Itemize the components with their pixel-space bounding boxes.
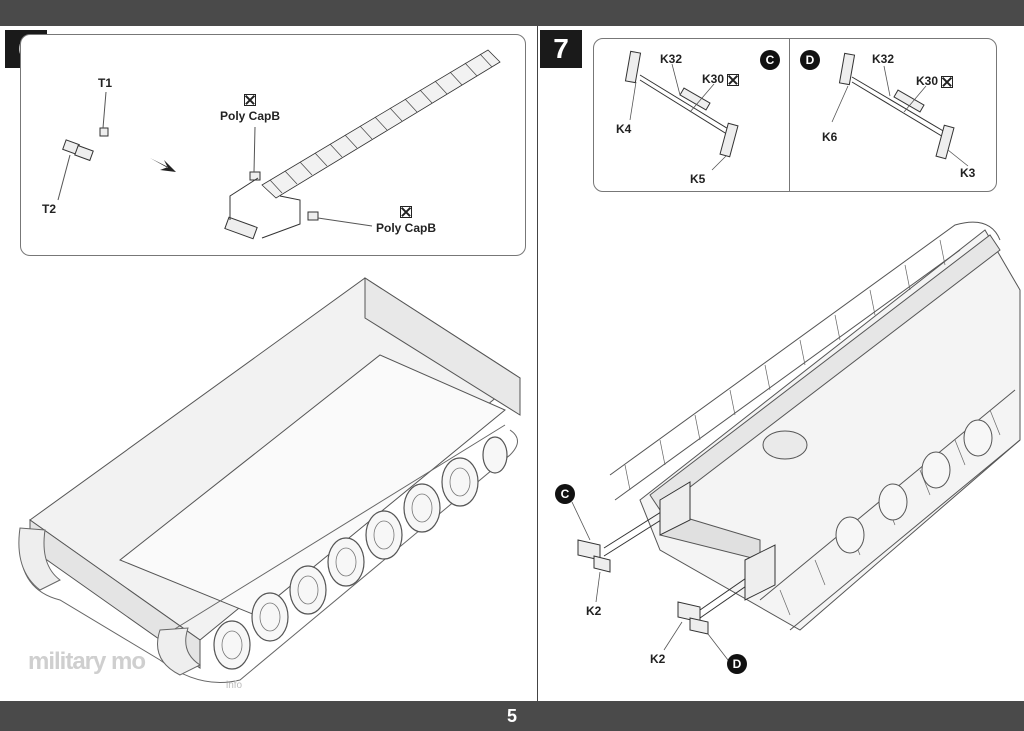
step-6-detail-box (20, 34, 526, 256)
label-k6: K6 (822, 130, 838, 144)
top-band (0, 0, 1024, 26)
label-polycap-bottom: Poly CapB (376, 221, 437, 235)
no-glue-icon (941, 75, 954, 88)
label-k5: K5 (690, 172, 706, 186)
bottom-band: 5 (0, 701, 1024, 731)
page-number: 5 (506, 705, 517, 726)
label-k2-bottom: K2 (650, 652, 666, 666)
label-t1: T1 (98, 76, 113, 90)
label-k4: K4 (616, 122, 632, 136)
page-divider (537, 26, 538, 701)
no-glue-icon (400, 204, 412, 218)
marker-d-main: D (727, 654, 747, 674)
no-glue-icon (244, 92, 256, 106)
label-k30-d: K30 (916, 74, 954, 88)
label-k32-c: K32 (660, 52, 683, 66)
watermark-text: military mo (28, 648, 146, 675)
marker-c-main: C (555, 484, 575, 504)
marker-d-detail: D (800, 50, 820, 70)
step-7-number: 7 (553, 33, 569, 64)
assembly-arrow-icon (150, 158, 176, 172)
watermark-sub: info (226, 680, 243, 691)
marker-c-detail: C (760, 50, 780, 70)
no-glue-icon (727, 73, 740, 86)
label-k2-left: K2 (586, 604, 602, 618)
label-k3: K3 (960, 166, 976, 180)
step-7-badge: 7 (540, 30, 582, 68)
label-t2: T2 (42, 202, 57, 216)
label-k32-d: K32 (872, 52, 895, 66)
label-k30-c: K30 (702, 72, 740, 86)
label-polycap-top: Poly CapB (220, 109, 281, 123)
step-7-detail-box (593, 38, 997, 192)
detail-separator (789, 38, 790, 191)
